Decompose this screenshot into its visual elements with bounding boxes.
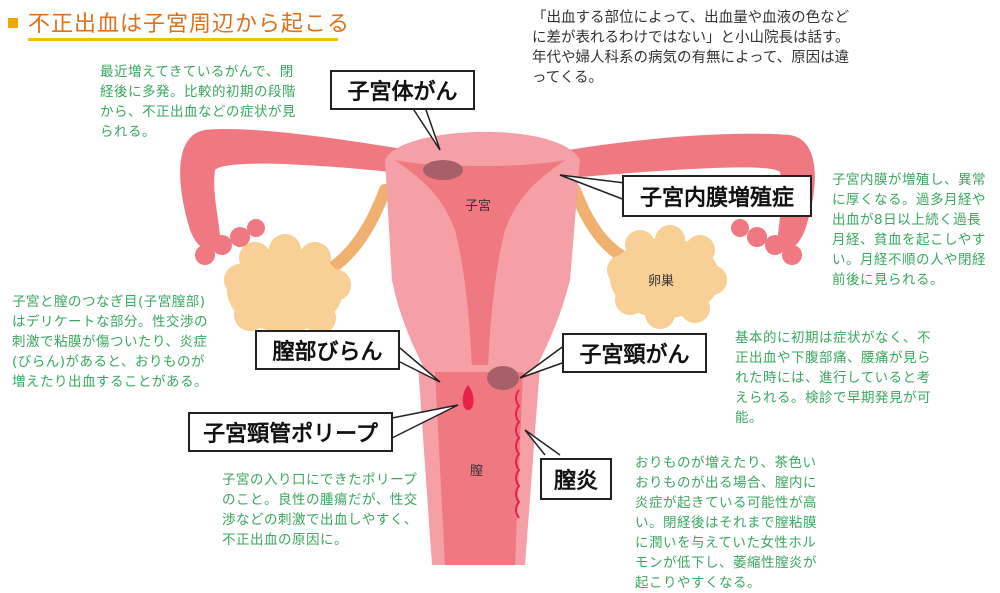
callout-cervical-cancer: 子宮頸がん (562, 333, 707, 373)
note-cervical-polyp: 子宮の入り口にできたポリープのこと。良性の腫瘍だが、性交渉などの刺激で出血しやす… (222, 472, 418, 548)
intro-quote: 「出血する部位によって、出血量や血液の色などに差が表れるわけではない」と小山院長… (532, 10, 850, 86)
ovary-label: 卵巣 (648, 274, 675, 289)
right-ovary (607, 225, 727, 329)
left-ovary (224, 234, 351, 341)
uterus-anatomy-illustration (180, 106, 815, 565)
note-vaginitis: おりものが増えたり、茶色いおりものが出る場合、膣内に炎症が起きている可能性が高い… (635, 455, 817, 591)
callout-vaginitis: 膣炎 (540, 458, 612, 500)
note-endometrial-hyperplasia: 子宮内膜が増殖し、異常に厚くなる。過多月経や出血が8日以上続く過長月経、貧血を起… (832, 172, 986, 288)
note-cervical-cancer: 基本的に初期は症状がなく、不正出血や下腹部痛、腰痛が見られた時には、進行している… (735, 330, 931, 426)
title-underline (28, 38, 338, 41)
callout-cervical-polyp: 子宮頸管ポリープ (188, 412, 393, 452)
note-cervical-erosion: 子宮と膣のつなぎ目(子宮膣部)はデリケートな部分。性交渉の刺激で粘膜が傷ついたり… (12, 294, 208, 390)
callout-cervical-erosion: 膣部びらん (255, 330, 400, 370)
title-bullet-icon (8, 18, 18, 28)
callout-uterine-body-cancer: 子宮体がん (330, 70, 475, 110)
uterus-label: 子宮 (465, 199, 492, 214)
note-uterine-body-cancer: 最近増えてきているがんで、閉経後に多発。比較的初期の段階から、不正出血などの症状… (100, 64, 296, 140)
callout-endometrial-hyperplasia: 子宮内膜増殖症 (622, 175, 812, 217)
vagina-label: 膣 (470, 464, 484, 479)
page-title: 不正出血は子宮周辺から起こる (28, 12, 351, 37)
